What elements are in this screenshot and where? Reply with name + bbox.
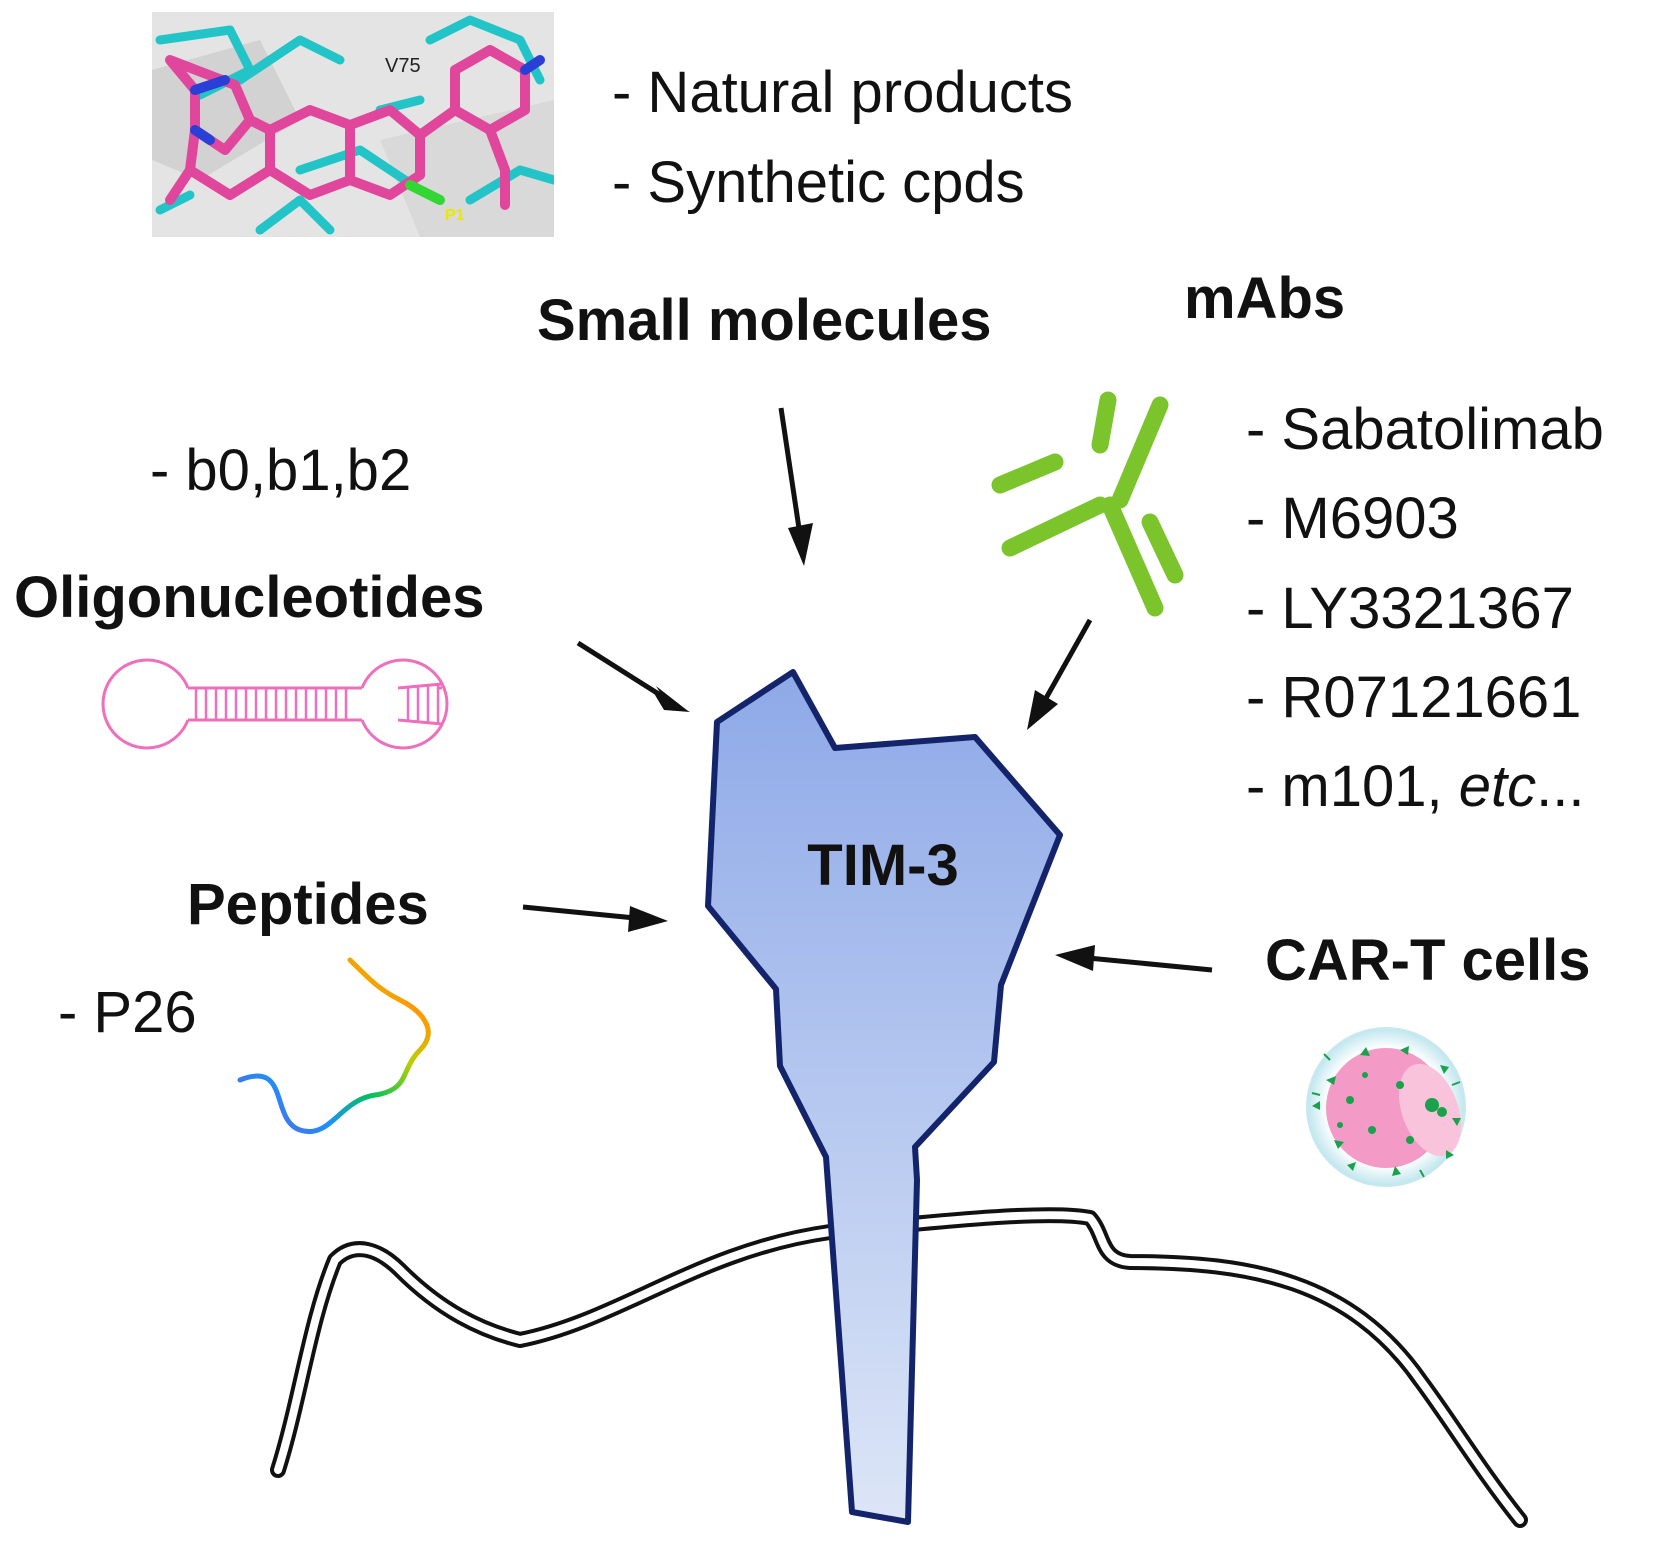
- oligo-item-b0-b1-b2: - b0,b1,b2: [150, 438, 411, 503]
- mabs-heading: mAbs: [1184, 266, 1345, 331]
- antibody-icon: [991, 391, 1184, 617]
- mab-item-r07121661: - R07121661: [1246, 665, 1581, 730]
- mab-item-ly3321367: - LY3321367: [1246, 576, 1574, 641]
- peptide-item-p26: - P26: [58, 980, 197, 1045]
- peptide-ribbon-icon: [237, 957, 431, 1135]
- mab-item-sabatolimab: - Sabatolimab: [1246, 397, 1604, 462]
- arrow-small-molecules: [778, 407, 813, 566]
- residue-label: V75: [385, 55, 421, 77]
- mab-item-etc: etc: [1459, 754, 1536, 819]
- arrow-mabs: [1027, 618, 1093, 730]
- arrow-peptides: [522, 904, 668, 932]
- small-molecules-heading: Small molecules: [537, 288, 992, 353]
- tim3-label: TIM-3: [807, 833, 958, 898]
- small-molecule-item-natural-products: - Natural products: [612, 60, 1073, 125]
- arrow-car-t: [1055, 945, 1213, 973]
- mab-item-m6903: - M6903: [1246, 486, 1459, 551]
- mab-item-m101-etc: - m101, etc...: [1246, 754, 1584, 819]
- mab-item-ellipsis: ...: [1536, 754, 1584, 819]
- hairpin-oligo-icon: [101, 658, 449, 750]
- car-t-heading: CAR-T cells: [1265, 928, 1591, 993]
- peptides-heading: Peptides: [187, 872, 429, 937]
- pocket-label: P1: [445, 207, 465, 224]
- mab-item-m101-prefix: - m101,: [1246, 754, 1459, 819]
- car-t-cell-icon: [1306, 1027, 1466, 1187]
- small-molecule-structure-image: V75 P1: [152, 12, 554, 237]
- tim3-receptor-shape: [705, 669, 1063, 1525]
- arrow-oligonucleotides: [576, 640, 690, 712]
- oligonucleotides-heading: Oligonucleotides: [14, 565, 485, 630]
- small-molecule-item-synthetic-cpds: - Synthetic cpds: [612, 150, 1025, 215]
